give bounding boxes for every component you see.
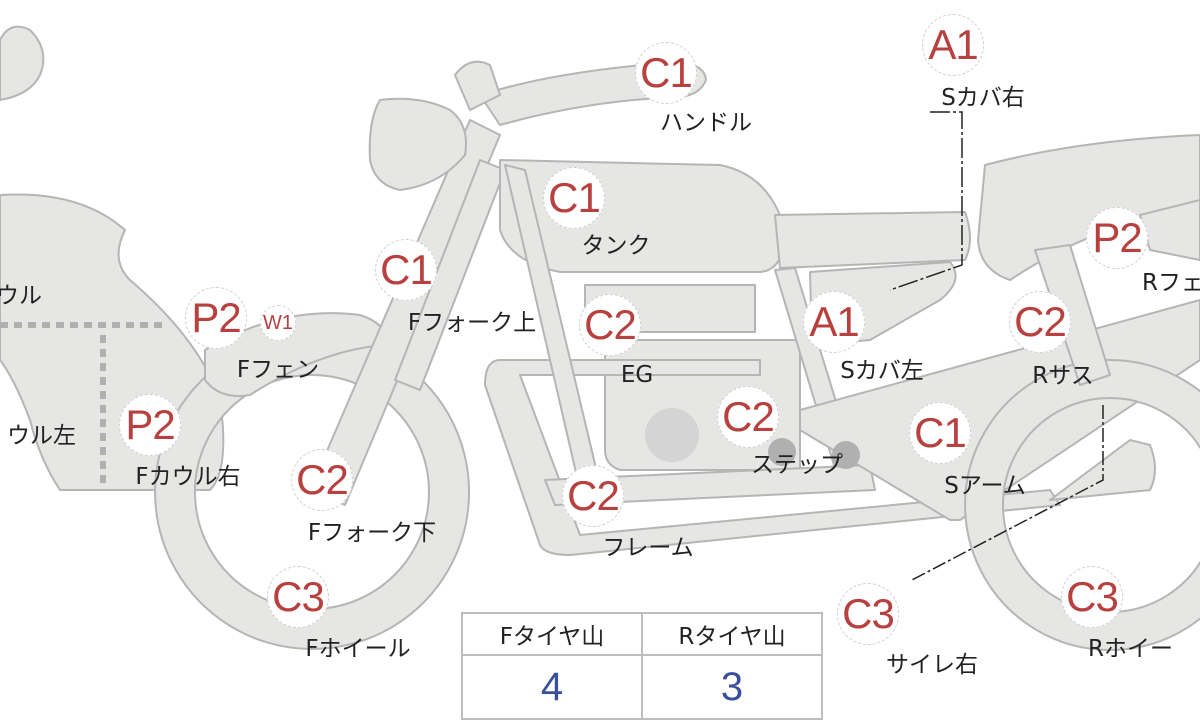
grade-badge: P2 bbox=[1086, 207, 1148, 269]
step-peg bbox=[768, 438, 796, 466]
part-label: Sカバ右 bbox=[941, 85, 1025, 111]
front-tire-header: Fタイヤ山 bbox=[461, 612, 643, 656]
f-cowl-label: カウル bbox=[0, 283, 42, 309]
grade-badge: A1 bbox=[922, 14, 984, 76]
grade-badge: C3 bbox=[267, 566, 329, 628]
part-label: Fフォーク上 bbox=[407, 310, 537, 336]
headlight bbox=[368, 97, 467, 191]
part-label: Sアーム bbox=[944, 473, 1026, 499]
front-tire-value: 4 bbox=[461, 654, 643, 720]
part-label: タンク bbox=[581, 233, 651, 259]
seat bbox=[774, 211, 971, 269]
part-label: ハンドル bbox=[660, 110, 752, 136]
sub-grade-badge: W1 bbox=[260, 305, 296, 341]
rear-tire-value: 3 bbox=[641, 654, 823, 720]
part-label: Fホイール bbox=[305, 636, 411, 662]
meter-part bbox=[0, 25, 45, 101]
step-peg bbox=[832, 441, 860, 469]
part-label: Fカウル右 bbox=[135, 464, 241, 490]
grade-badge: C3 bbox=[1061, 566, 1123, 628]
part-label: サイレ右 bbox=[886, 652, 978, 678]
part-label: Sカバ左 bbox=[840, 358, 924, 384]
part-label: Rサス bbox=[1032, 363, 1094, 389]
grade-badge: C1 bbox=[635, 42, 697, 104]
grade-badge: C2 bbox=[291, 449, 353, 511]
part-label: ステップ bbox=[751, 452, 843, 478]
grade-badge: C2 bbox=[1009, 291, 1071, 353]
leader-line bbox=[889, 111, 963, 291]
part-label: フレーム bbox=[602, 535, 694, 561]
part-label: EG bbox=[620, 362, 654, 388]
part-label: Fフォーク下 bbox=[307, 520, 437, 546]
grade-badge: P2 bbox=[119, 394, 181, 456]
grade-badge: C3 bbox=[837, 583, 899, 645]
part-label: Fフェン bbox=[236, 357, 320, 383]
grade-badge: A1 bbox=[803, 291, 865, 353]
tire-tread-table: Fタイヤ山 Rタイヤ山 4 3 bbox=[461, 612, 823, 720]
rear-tire-header: Rタイヤ山 bbox=[641, 612, 823, 656]
grade-badge: P2 bbox=[185, 287, 247, 349]
f-cowl-left-label: ウル左 bbox=[7, 423, 76, 449]
frame bbox=[484, 359, 1061, 556]
grade-badge: C2 bbox=[562, 465, 624, 527]
grade-badge: C1 bbox=[375, 239, 437, 301]
engine-cover-circle bbox=[645, 408, 699, 462]
leader-line bbox=[911, 405, 1104, 581]
part-label: Rホイー bbox=[1088, 636, 1173, 662]
grade-badge: C2 bbox=[717, 386, 779, 448]
grade-badge: C1 bbox=[543, 167, 605, 229]
grade-badge: C1 bbox=[909, 402, 971, 464]
front-fork bbox=[309, 119, 501, 506]
part-label: Rフェ bbox=[1142, 270, 1200, 296]
grade-badge: C2 bbox=[579, 294, 641, 356]
